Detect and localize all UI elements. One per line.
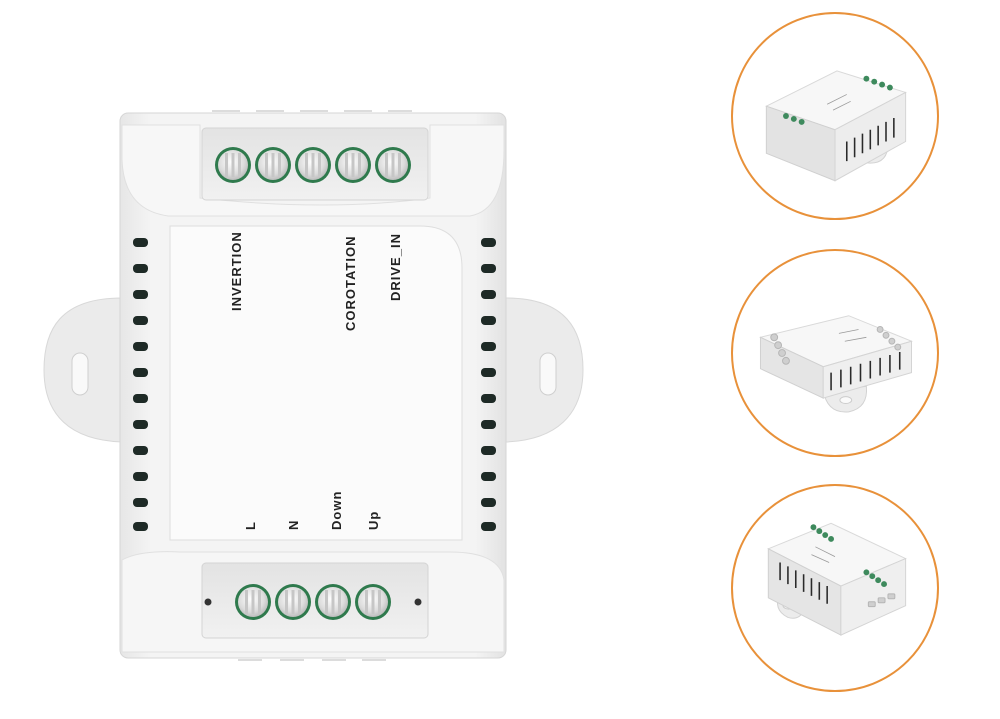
angled-view-thumbnail-1 <box>731 12 939 220</box>
main-device-front-view: INVERTION COROTATION DRIVE_IN L N Down U… <box>43 110 584 661</box>
label-panel <box>169 225 463 541</box>
label-n: N <box>286 520 301 530</box>
label-down: Down <box>329 491 344 530</box>
label-corotation: COROTATION <box>343 236 358 331</box>
mounting-ears <box>43 297 584 443</box>
bottom-screw-terminals <box>235 584 391 620</box>
label-up: Up <box>366 511 381 530</box>
bottom-terminal-block <box>201 562 429 639</box>
label-l: L <box>243 521 258 530</box>
top-screw-terminals <box>215 147 411 183</box>
angled-view-thumbnail-3 <box>731 484 939 692</box>
angled-view-thumbnail-2 <box>731 249 939 457</box>
right-vents <box>481 238 496 531</box>
top-terminal-block <box>201 127 429 201</box>
left-vents <box>133 238 148 531</box>
label-drive-in: DRIVE_IN <box>388 233 403 301</box>
label-invertion: INVERTION <box>229 231 244 311</box>
